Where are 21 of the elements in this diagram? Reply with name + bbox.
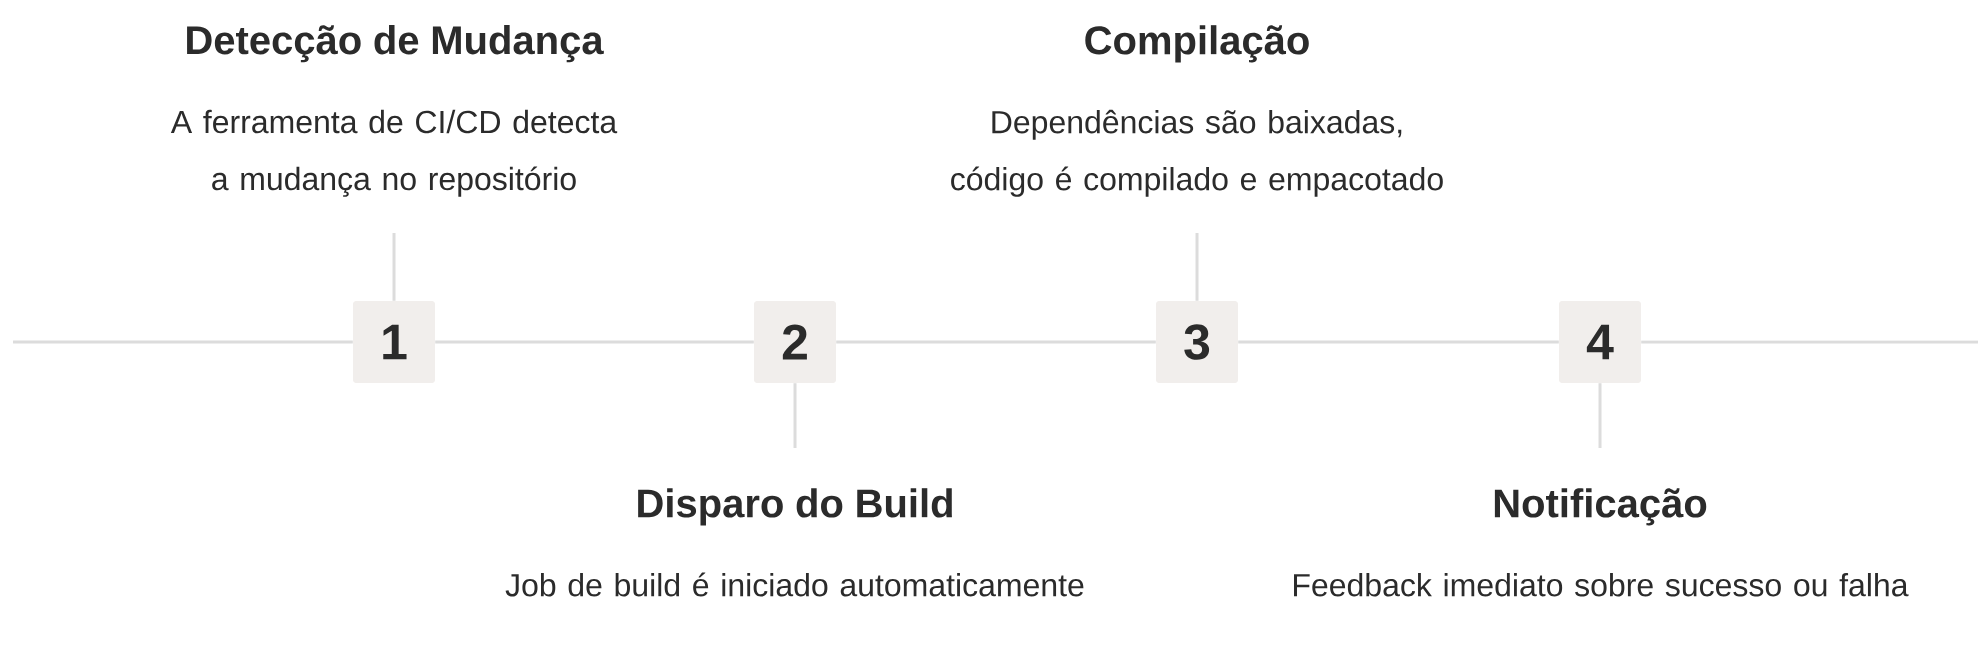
step-title: Disparo do Build bbox=[638, 488, 952, 526]
connector-line bbox=[1598, 383, 1602, 448]
timeline-line bbox=[435, 340, 754, 344]
timeline-line bbox=[836, 340, 1156, 344]
step-description: Job de build é iniciado automaticamente bbox=[505, 572, 1084, 597]
step-description: A ferramenta de CI/CD detecta a mudança no repositório bbox=[170, 109, 618, 197]
step-title: Notificação bbox=[1494, 488, 1707, 526]
step-number-box: 3 bbox=[1156, 301, 1238, 383]
step-number-box: 4 bbox=[1559, 301, 1641, 383]
connector-line bbox=[1195, 233, 1199, 301]
step-number-box: 1 bbox=[353, 301, 435, 383]
connector-line bbox=[793, 383, 797, 448]
connector-line bbox=[392, 233, 396, 301]
step-description: Dependências são baixadas, código é compilado e empacotado bbox=[951, 109, 1443, 197]
step-title: Compilação bbox=[1085, 25, 1309, 63]
step-number-box: 2 bbox=[754, 301, 836, 383]
timeline-line bbox=[1238, 340, 1559, 344]
timeline-line bbox=[13, 340, 353, 344]
step-title: Detecção de Mudança bbox=[187, 25, 604, 63]
timeline-line bbox=[1641, 340, 1978, 344]
step-description: Feedback imediato sobre sucesso ou falha bbox=[1294, 573, 1909, 597]
